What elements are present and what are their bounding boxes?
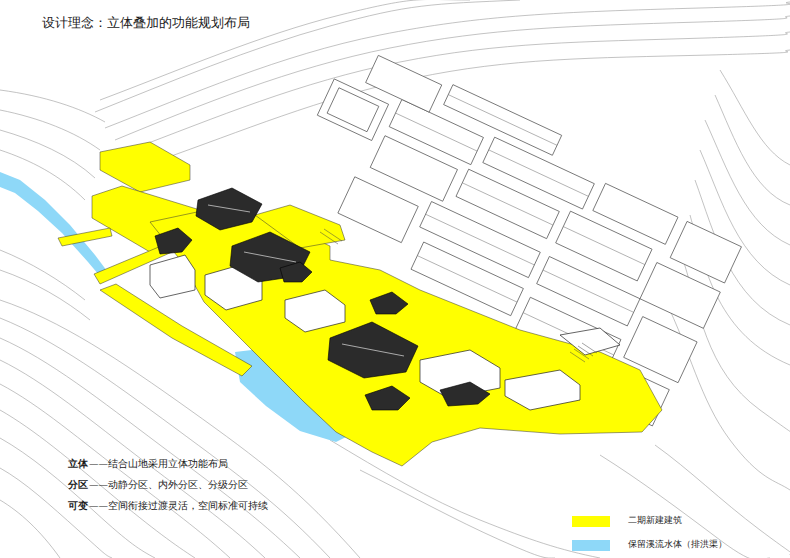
legend-swatch [572,540,610,551]
concept-note: ——动静分区、内外分区、分级分区 [89,479,248,492]
concept-keyword: 分区 [68,479,88,492]
concept-note: ——结合山地采用立体功能布局 [89,458,228,471]
concept-keyword: 立体 [68,458,88,471]
diagram-title: 设计理念：立体叠加的功能规划布局 [42,14,250,32]
legend-label: 二期新建建筑 [628,515,682,527]
stairs [320,229,597,362]
roof-ridges [208,205,404,356]
concept-note: ——空间衔接过渡灵活，空间标准可持续 [89,500,268,513]
stream-water [0,172,356,442]
new-buildings [58,142,662,466]
legend-label: 保留溪流水体（排洪渠） [628,539,727,551]
building-walls [150,255,620,410]
traditional-roofs [155,188,490,410]
legend-swatch [572,516,610,527]
concept-keyword: 可变 [68,500,88,513]
